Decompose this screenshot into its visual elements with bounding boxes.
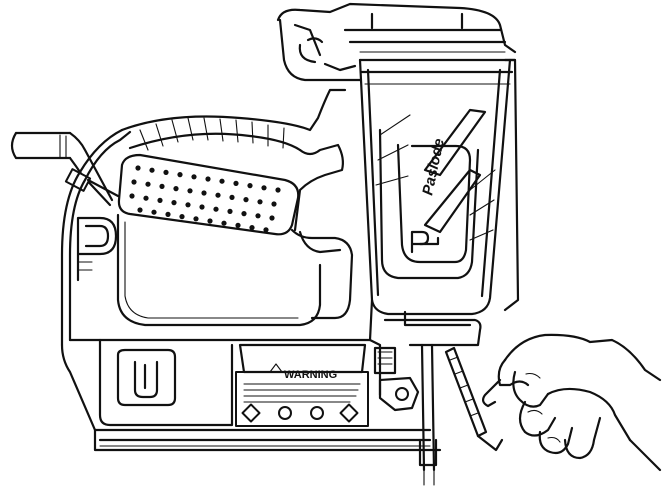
cylinder-head (276, 2, 517, 82)
grip-dot (227, 208, 233, 214)
grip-dot (235, 222, 241, 228)
grip-dot (199, 204, 205, 210)
grip-dot (179, 214, 185, 220)
grip-dot (263, 227, 269, 233)
grip-dot (157, 197, 163, 203)
grip-dot (243, 197, 249, 203)
grip-dot (151, 209, 157, 215)
grip-dot (137, 207, 143, 213)
nose-assembly (368, 298, 482, 486)
grip-dot (219, 178, 225, 184)
grip-dot (149, 167, 155, 173)
grip-dot (163, 169, 169, 175)
tool-body: WARNING (60, 88, 442, 452)
grip-dot (165, 211, 171, 217)
grip-dot (171, 200, 177, 206)
grip-dot (159, 183, 165, 189)
grip-dot (229, 194, 235, 200)
grip-dot (255, 213, 261, 219)
grip-dot (261, 185, 267, 191)
warning-label-text: WARNING (284, 369, 337, 381)
grip-dot (193, 216, 199, 222)
grip-dot (233, 180, 239, 186)
grip-dot (207, 218, 213, 224)
belt-hook (10, 131, 120, 207)
grip-dot (205, 176, 211, 182)
grip-dot (271, 201, 277, 207)
hand-illustration (444, 333, 662, 472)
grip-dot (135, 165, 141, 171)
grip-dot (173, 186, 179, 192)
grip-dot (269, 215, 275, 221)
grip-dot (129, 193, 135, 199)
grip-dot (249, 225, 255, 231)
grip-dot (257, 199, 263, 205)
grip-dot (185, 202, 191, 208)
grip-dot (221, 220, 227, 226)
grip-dot (275, 187, 281, 193)
grip-dot (187, 188, 193, 194)
safety-symbol-icons (241, 403, 359, 423)
fuel-cell-housing: Paslode (358, 58, 520, 316)
grip-dot (145, 181, 151, 187)
grip-dot (201, 190, 207, 196)
grip-dot (215, 192, 221, 198)
grip-dot (143, 195, 149, 201)
handle-grip-dots (129, 165, 281, 233)
brand-logo (76, 216, 118, 282)
grip-dot (241, 211, 247, 217)
grip-dot (131, 179, 137, 185)
grip-dot (247, 183, 253, 189)
grip-dot (191, 174, 197, 180)
grip-dot (213, 206, 219, 212)
grip-dot (177, 172, 183, 178)
